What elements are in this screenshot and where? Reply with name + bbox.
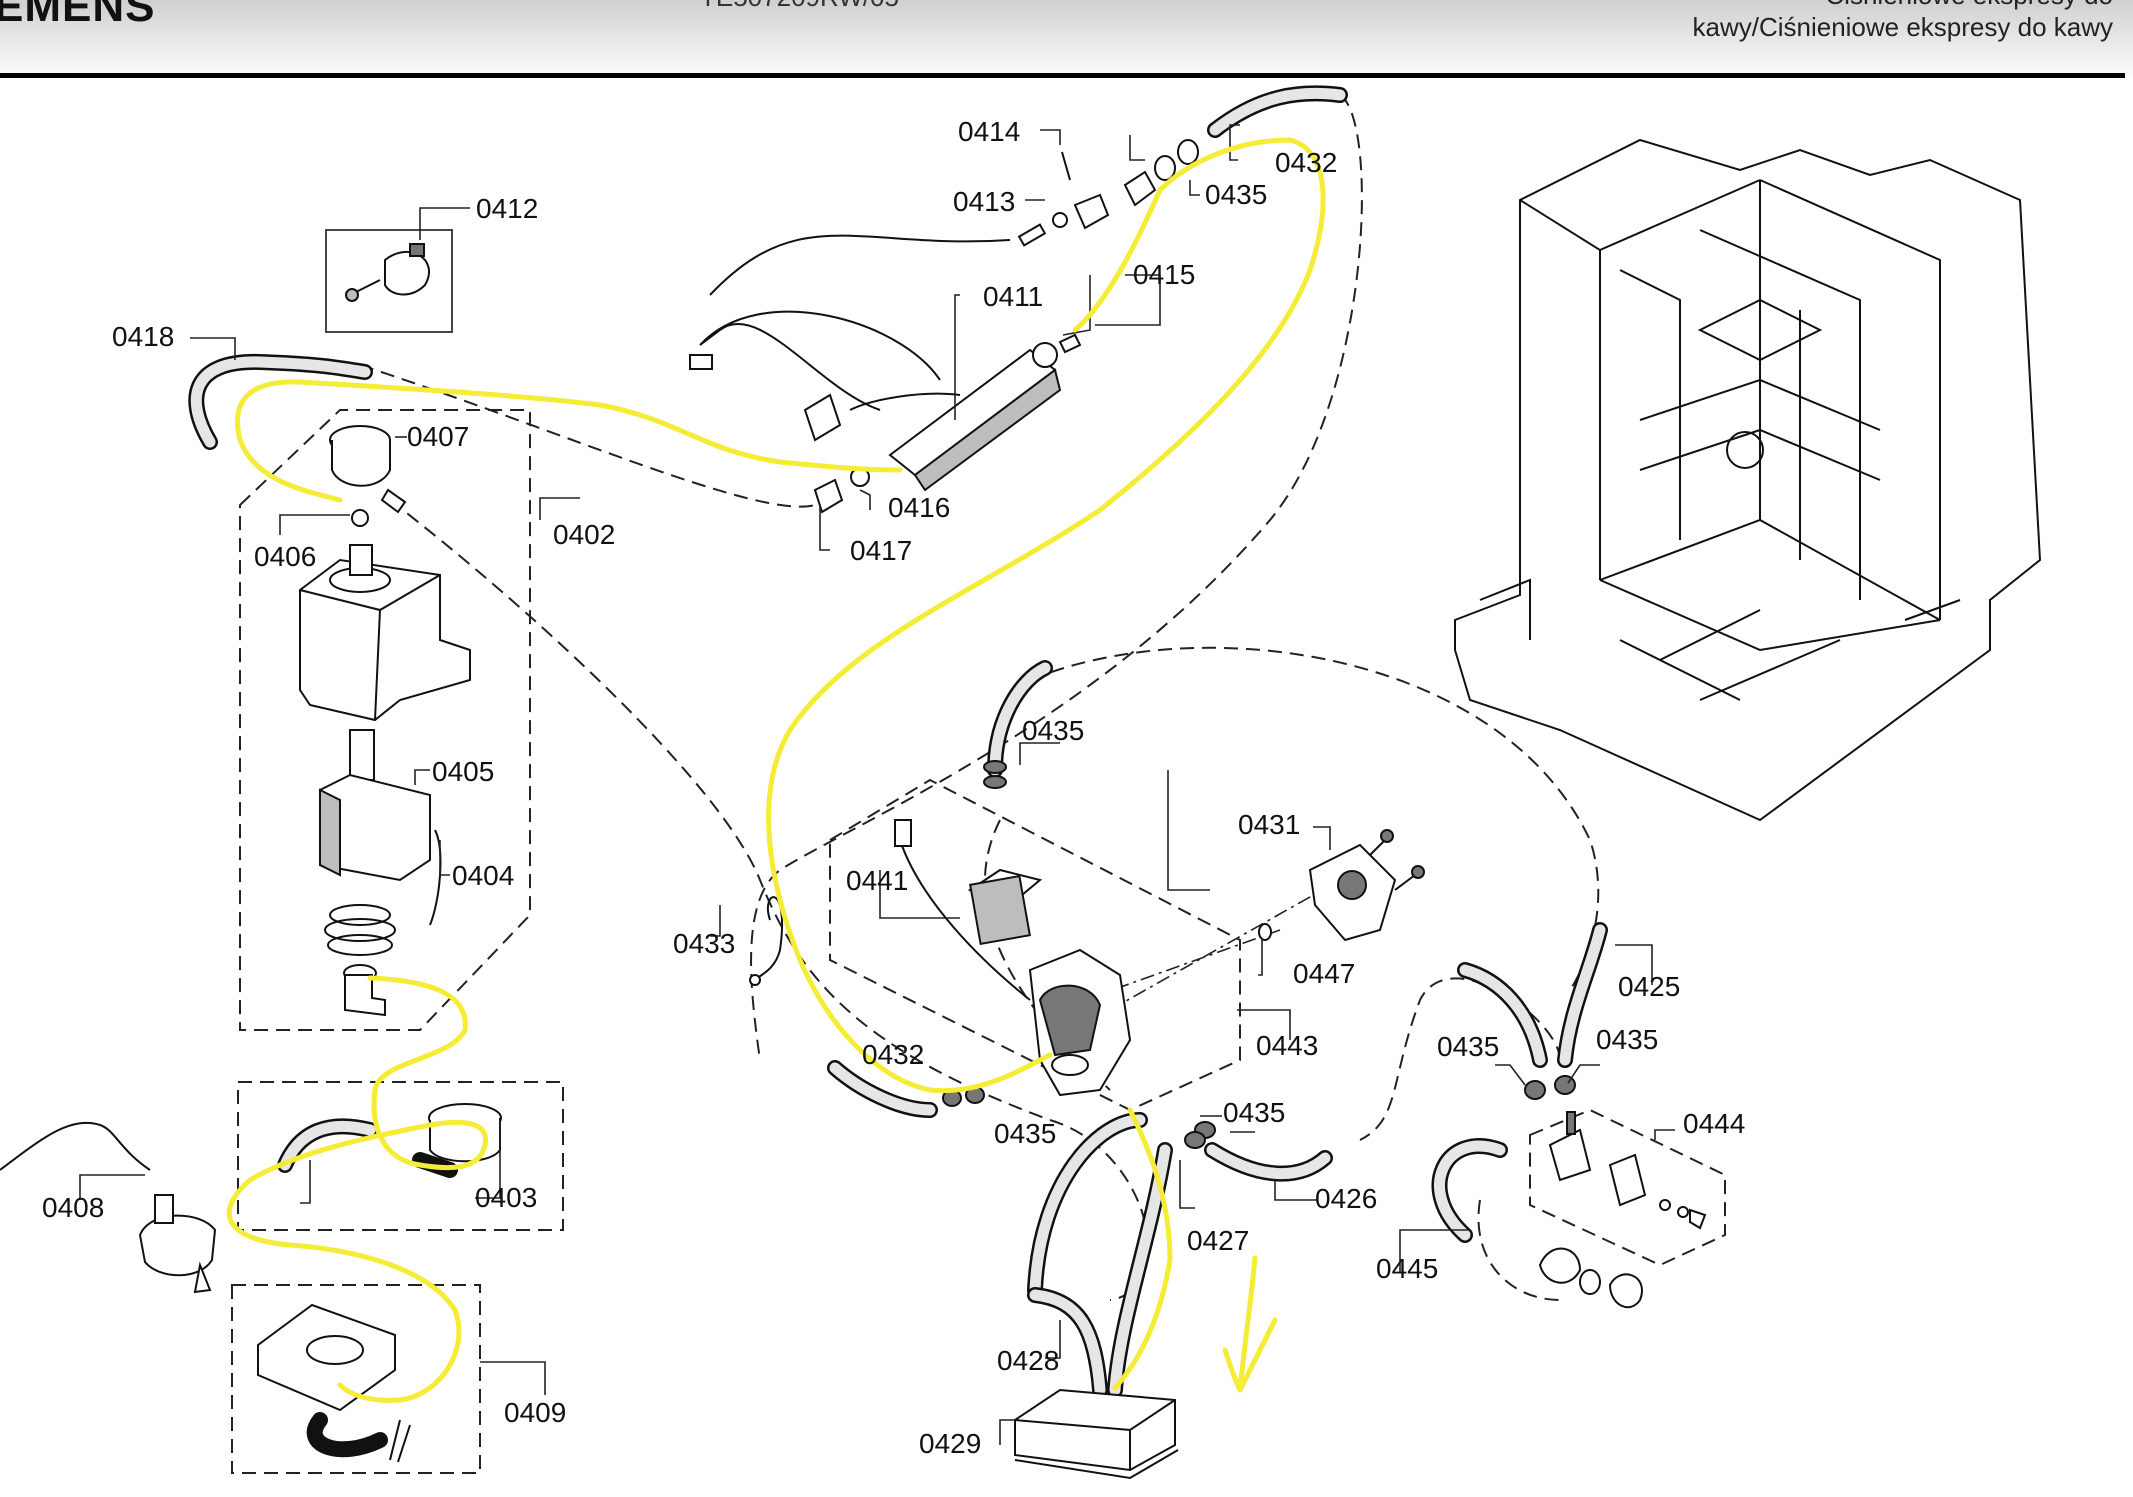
pump-housing-0406 (299, 544, 471, 722)
header-rule (0, 73, 2125, 78)
clip-0412 (345, 243, 430, 302)
frame-0402 (239, 409, 531, 1031)
label-0402: 0402 (553, 519, 615, 550)
frame-0409 (231, 1284, 481, 1474)
fittings-0413-0415 (709, 139, 1199, 354)
label-0443: 0443 (1256, 1030, 1318, 1061)
document-header: EMENS TE507209RW/05 Ciśnieniowe ekspresy… (0, 0, 2133, 82)
routing-lines (359, 94, 1600, 1301)
valve-0403 (277, 1103, 502, 1178)
label-0435-mid: 0435 (1022, 715, 1084, 746)
label-0435-center: 0435 (1223, 1097, 1285, 1128)
label-0411: 0411 (983, 281, 1043, 312)
frame-0403 (237, 1081, 564, 1231)
label-0429: 0429 (919, 1428, 981, 1459)
spring-0404 (324, 904, 396, 956)
part-labels: 0414 0413 0432 0435 0415 0411 0412 0418 … (42, 116, 1745, 1459)
label-0426: 0426 (1315, 1183, 1377, 1214)
valve-0444 (1548, 1111, 1707, 1230)
label-0412: 0412 (476, 193, 538, 224)
label-0409: 0409 (504, 1397, 566, 1428)
frame-0412 (325, 229, 453, 333)
label-0435-right-a: 0435 (1437, 1031, 1499, 1062)
label-0418: 0418 (112, 321, 174, 352)
pump-0405 (319, 729, 442, 926)
brew-module-0443 (894, 819, 1132, 1097)
category-line-1: Ciśnieniowe ekspresy do (1825, 0, 2113, 11)
label-0417: 0417 (850, 535, 912, 566)
heater-0411 (689, 310, 1062, 492)
label-0428: 0428 (997, 1345, 1059, 1376)
label-0444: 0444 (1683, 1108, 1745, 1139)
clip-0433 (749, 896, 784, 986)
machine-frame (1454, 138, 2042, 822)
label-0415: 0415 (1133, 259, 1195, 290)
label-0435-right-b: 0435 (1596, 1024, 1658, 1055)
label-0406: 0406 (254, 541, 316, 572)
label-0414: 0414 (958, 116, 1020, 147)
label-0445: 0445 (1376, 1253, 1438, 1284)
label-0431: 0431 (1238, 809, 1300, 840)
label-0413: 0413 (953, 186, 1015, 217)
label-0405: 0405 (432, 756, 494, 787)
flowmeter-0408 (0, 1121, 217, 1294)
part-number: TE507209RW/05 (700, 0, 899, 13)
frame-0444 (1529, 1108, 1726, 1267)
label-0432-low: 0432 (862, 1039, 924, 1070)
label-0435-low: 0435 (994, 1118, 1056, 1149)
highlight-marker (226, 137, 1326, 1403)
nuts-0435 (942, 760, 1576, 1149)
container-0429 (1014, 1388, 1179, 1480)
valve-0431 (1258, 829, 1425, 942)
frame-0443 (829, 778, 1241, 1112)
assembly-frames (231, 229, 1726, 1474)
label-0404: 0404 (452, 860, 514, 891)
leader-lines (79, 124, 1675, 1445)
label-0435-top: 0435 (1205, 179, 1267, 210)
category-line-2: kawy/Ciśnieniowe ekspresy do kawy (1692, 12, 2113, 42)
brand-logo-text: EMENS (0, 0, 156, 31)
tray-0409 (257, 1303, 411, 1463)
elbow-fitting (343, 964, 386, 1017)
label-0447: 0447 (1293, 958, 1355, 989)
label-0408: 0408 (42, 1192, 104, 1223)
label-0416: 0416 (888, 492, 950, 523)
label-0433: 0433 (673, 928, 735, 959)
label-0427: 0427 (1187, 1225, 1249, 1256)
knob-parts (1538, 1247, 1643, 1309)
label-0407: 0407 (407, 421, 469, 452)
regulator-0407 (329, 425, 407, 527)
label-0441: 0441 (846, 865, 908, 896)
label-0403: 0403 (475, 1182, 537, 1213)
label-0425: 0425 (1618, 971, 1680, 1002)
label-0432-top: 0432 (1275, 147, 1337, 178)
